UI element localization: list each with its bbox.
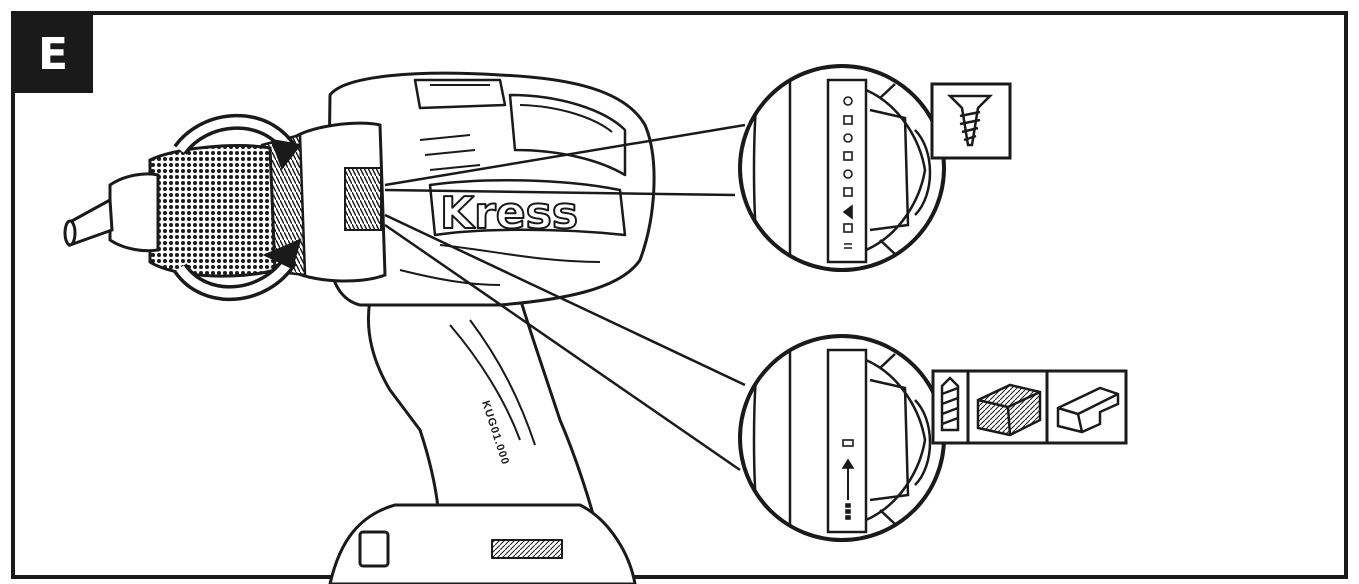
zoom-leader-lines xyxy=(384,123,746,472)
metal-profile-icon xyxy=(1056,386,1120,434)
drill-chuck xyxy=(63,121,387,283)
zoom-detail-drill xyxy=(738,334,946,542)
drill-body: Kress KUG01.000 xyxy=(326,71,656,584)
brand-logo-text: Kress xyxy=(440,188,578,239)
drill-bit-icon xyxy=(940,376,960,432)
figure-label: E xyxy=(13,13,93,93)
zoom-detail-screwdrive xyxy=(738,64,946,272)
figure-label-text: E xyxy=(38,29,68,80)
screw-icon xyxy=(930,82,1012,160)
wood-block-icon xyxy=(976,383,1042,437)
frame-border xyxy=(11,11,1348,579)
rotation-arrows-icon xyxy=(173,113,302,302)
